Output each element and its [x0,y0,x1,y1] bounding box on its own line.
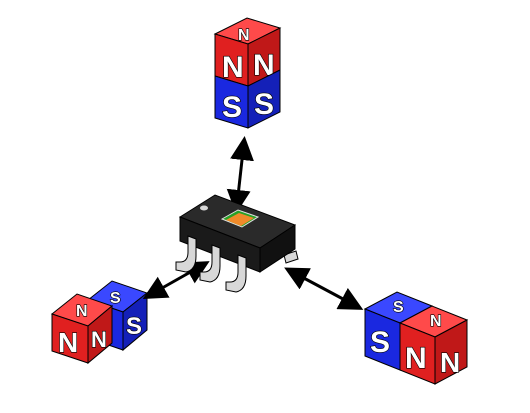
arrows [142,136,364,310]
magnet-right-north-label-top: N [430,313,442,330]
magnet-right-south-label-top: S [393,299,404,316]
magnet-left-south-label-top: S [110,290,121,307]
magnet-left: S S N N N [50,280,149,365]
magnet-top-south-label-right: S [254,88,274,121]
magnet-top-north-label-top: N [238,27,250,44]
magnet-top-south: S S [214,69,281,129]
sensor-chip [175,194,299,293]
arrow-chip-to-right-magnet [284,267,364,310]
magnet-right-north: N N N [398,305,469,385]
chip-leads-front [175,235,247,293]
chip-lead-1 [175,235,197,273]
magnet-left-north: N N N [50,293,114,365]
magnet-top-north: N N N [213,17,282,87]
arrow-chip-to-top-magnet [226,136,254,214]
magnet-left-north-label-top: N [76,303,88,320]
chip-pin1-dot [200,205,208,211]
chip-lead-3 [225,254,247,293]
magnet-right: S S N N N [363,291,469,385]
magnet-left-north-label-front: N [58,327,78,358]
magnet-left-south-label-right: S [126,313,142,340]
magnet-right-south-label-front: S [370,326,390,359]
magnet-top-north-label-left: N [222,51,244,84]
magnet-top-south-label-left: S [222,91,242,124]
chip-body-side [259,224,296,273]
arrow-chip-to-left-magnet [142,261,210,299]
magnet-right-south: S S [363,291,434,371]
magnet-left-north-label-side: N [91,327,107,352]
chip-sensor-pad [226,213,254,226]
chip-lead-2 [199,244,221,283]
magnet-top: N N N S S [213,17,282,129]
magnet-right-north-label-front: N [405,342,427,375]
magnet-top-north-label-right: N [253,49,275,82]
magnet-right-north-label-side: N [440,347,460,378]
